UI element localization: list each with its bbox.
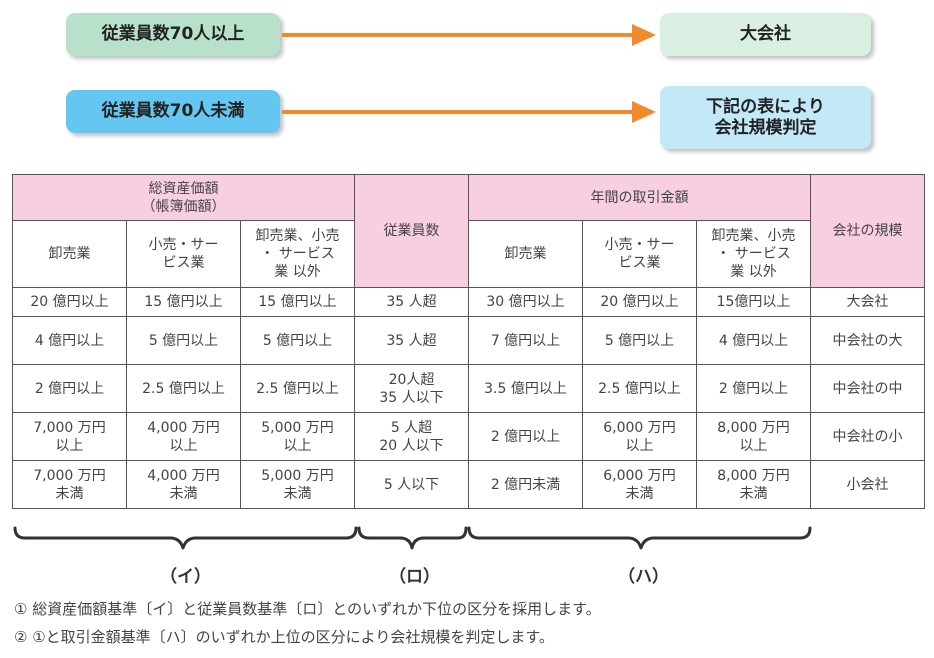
arrow-to-table-judgement <box>282 101 656 123</box>
table-cell: 5 人以下 <box>354 460 469 509</box>
table-cell: 2 億円以上 <box>468 412 583 461</box>
cell-line: 以上 <box>169 437 198 454</box>
table-cell: 4 億円以上 <box>696 316 811 365</box>
cell-line: 5,000 万円 <box>261 467 334 484</box>
employees-70-or-more-label: 従業員数70人以上 <box>101 24 245 44</box>
subheader-line: 小売・サー <box>148 237 219 253</box>
cell-line: 以上 <box>739 437 768 454</box>
cell-line: 6,000 万円 <box>603 419 676 436</box>
cell-line: 未満 <box>169 485 198 502</box>
company-size-table: 総資産価額 （帳簿価額） 従業員数 年間の取引金額 会社の規模 卸売業 小売・サ… <box>12 174 925 509</box>
cell-line: 以上 <box>55 437 84 454</box>
subheader-line: 小売・サー <box>604 237 675 253</box>
subheader-line: ビス業 <box>618 255 661 271</box>
cell-line: 5,000 万円 <box>261 419 334 436</box>
table-cell: 7,000 万円 以上 <box>12 412 127 461</box>
subheader-line: 業 以外 <box>730 264 777 280</box>
subheader-trade-other: 卸売業、小売 ・ サービス 業 以外 <box>696 220 811 288</box>
header-total-assets-line1: 総資産価額 <box>148 180 219 197</box>
subheader-line: 卸売業、小売 <box>255 228 340 244</box>
cell-line: 未満 <box>625 485 654 502</box>
table-row: 7,000 万円 以上 4,000 万円 以上 5,000 万円 以上 5 人超… <box>12 412 925 461</box>
table-row: 7,000 万円 未満 4,000 万円 未満 5,000 万円 未満 5 人以… <box>12 460 925 509</box>
large-company-label: 大会社 <box>740 24 791 44</box>
subheader-line: ・ サービス <box>260 246 335 262</box>
arrow-to-large-company <box>282 24 656 46</box>
note-2: ② ①と取引金額基準〔ハ〕のいずれか上位の区分により会社規模を判定します。 <box>14 628 554 646</box>
table-cell: 大会社 <box>810 287 925 317</box>
table-cell: 5 億円以上 <box>126 316 241 365</box>
table-cell: 6,000 万円 未満 <box>582 460 697 509</box>
header-annual-trade: 年間の取引金額 <box>468 174 811 221</box>
cell-line: 7,000 万円 <box>33 419 106 436</box>
table-cell: 20人超 35 人以下 <box>354 364 469 413</box>
brace-ha <box>467 526 812 550</box>
subheader-trade-wholesale: 卸売業 <box>468 220 583 288</box>
table-cell: 35 人超 <box>354 316 469 365</box>
table-cell: 2 億円未満 <box>468 460 583 509</box>
subheader-line: 卸売業、小売 <box>711 228 796 244</box>
header-company-size: 会社の規模 <box>810 174 925 288</box>
flow-arrows <box>282 24 656 123</box>
table-cell: 5,000 万円 未満 <box>240 460 355 509</box>
cell-line: 7,000 万円 <box>33 467 106 484</box>
brace-i <box>13 526 358 550</box>
brace-label-ro: （ロ） <box>389 567 440 587</box>
cell-line: 20 人以下 <box>379 437 444 454</box>
table-cell: 5 億円以上 <box>240 316 355 365</box>
header-total-assets: 総資産価額 （帳簿価額） <box>12 174 355 221</box>
cell-line: 以上 <box>283 437 312 454</box>
subheader-line: ビス業 <box>162 255 205 271</box>
table-row: 4 億円以上 5 億円以上 5 億円以上 35 人超 7 億円以上 5 億円以上… <box>12 316 925 365</box>
judgement-line-2: 会社規模判定 <box>714 117 817 138</box>
table-cell: 15 億円以上 <box>240 287 355 317</box>
subheader-assets-wholesale: 卸売業 <box>12 220 127 288</box>
subheader-line: ・ サービス <box>716 246 791 262</box>
cell-line: 4,000 万円 <box>147 467 220 484</box>
table-cell: 6,000 万円 以上 <box>582 412 697 461</box>
cell-line: 未満 <box>55 485 84 502</box>
table-row: 2 億円以上 2.5 億円以上 2.5 億円以上 20人超 35 人以下 3.5… <box>12 364 925 413</box>
grouping-braces <box>13 526 812 550</box>
large-company-box: 大会社 <box>660 13 871 56</box>
brace-ro <box>357 526 468 550</box>
brace-label-ha: （ハ） <box>618 567 669 587</box>
cell-line: 以上 <box>625 437 654 454</box>
employees-under-70-box: 従業員数70人未満 <box>66 90 280 133</box>
table-cell: 小会社 <box>810 460 925 509</box>
table-cell: 4,000 万円 以上 <box>126 412 241 461</box>
table-cell: 4,000 万円 未満 <box>126 460 241 509</box>
table-cell: 8,000 万円 以上 <box>696 412 811 461</box>
brace-label-i: （イ） <box>160 567 211 587</box>
cell-line: 未満 <box>739 485 768 502</box>
table-row: 20 億円以上 15 億円以上 15 億円以上 35 人超 30 億円以上 20… <box>12 287 925 317</box>
table-cell: 7 億円以上 <box>468 316 583 365</box>
note-1: ① 総資産価額基準〔イ〕と従業員数基準〔ロ〕とのいずれか下位の区分を採用します。 <box>14 600 601 618</box>
table-cell: 4 億円以上 <box>12 316 127 365</box>
subheader-assets-retail-service: 小売・サー ビス業 <box>126 220 241 288</box>
cell-line: 20人超 <box>388 371 435 388</box>
table-judgement-box: 下記の表により 会社規模判定 <box>660 86 871 149</box>
table-cell: 15 億円以上 <box>126 287 241 317</box>
header-total-assets-line2: （帳簿価額） <box>141 198 226 215</box>
employees-under-70-label: 従業員数70人未満 <box>101 101 245 121</box>
table-cell: 3.5 億円以上 <box>468 364 583 413</box>
judgement-line-1: 下記の表により <box>706 96 825 117</box>
cell-line: 4,000 万円 <box>147 419 220 436</box>
table-cell: 中会社の小 <box>810 412 925 461</box>
cell-line: 未満 <box>283 485 312 502</box>
table-cell: 中会社の中 <box>810 364 925 413</box>
cell-line: 8,000 万円 <box>717 467 790 484</box>
cell-line: 6,000 万円 <box>603 467 676 484</box>
subheader-line: 業 以外 <box>274 264 321 280</box>
employees-70-or-more-box: 従業員数70人以上 <box>66 13 280 56</box>
cell-line: 8,000 万円 <box>717 419 790 436</box>
cell-line: 35 人以下 <box>379 389 444 406</box>
subheader-assets-other: 卸売業、小売 ・ サービス 業 以外 <box>240 220 355 288</box>
table-cell: 2.5 億円以上 <box>126 364 241 413</box>
cell-line: 5 人超 <box>390 419 433 436</box>
table-cell: 15億円以上 <box>696 287 811 317</box>
table-cell: 2.5 億円以上 <box>582 364 697 413</box>
